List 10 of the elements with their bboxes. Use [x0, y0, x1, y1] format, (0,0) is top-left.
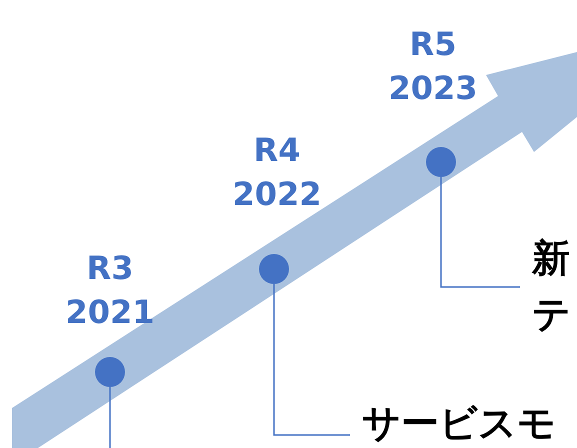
year-label: R5 2023 [387, 24, 479, 109]
timeline-dot [259, 254, 289, 284]
year-label: R3 2021 [64, 248, 156, 333]
milestone-text: 新テ [532, 230, 572, 342]
timeline-dot [426, 147, 456, 177]
timeline-dot [95, 357, 125, 387]
milestone-text: サービスモ [362, 396, 556, 448]
leader-line [440, 177, 520, 288]
leader-line [273, 284, 350, 436]
year-label: R4 2022 [231, 130, 323, 215]
